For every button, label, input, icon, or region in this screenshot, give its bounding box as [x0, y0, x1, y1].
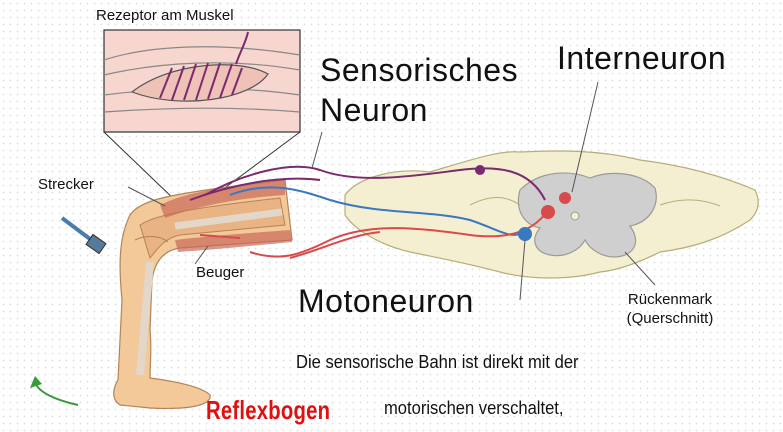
motor-cell-body-blue [518, 227, 532, 241]
receptor-inset [104, 30, 300, 132]
label-rezeptor: Rezeptor am Muskel [96, 7, 234, 24]
reflex-hammer [62, 218, 106, 254]
label-interneuron: Interneuron [557, 40, 726, 77]
label-rueckenmark: Rückenmark [610, 290, 730, 309]
label-querschnitt: (Querschnitt) [610, 309, 730, 328]
reflexbogen-title: Reflexbogen [206, 395, 330, 426]
motor-cell-body-red [541, 205, 555, 219]
leg-illustration [114, 180, 292, 408]
label-strecker: Strecker [38, 176, 94, 193]
sensory-cell-body [475, 165, 485, 175]
label-motoneuron: Motoneuron [298, 283, 474, 320]
label-neuron: Neuron [320, 92, 428, 129]
interneuron-cell-body [559, 192, 571, 204]
movement-arrow [30, 376, 78, 405]
label-beuger: Beuger [196, 264, 244, 281]
caption-line1: Die sensorische Bahn ist direkt mit der [296, 352, 579, 373]
caption-line2: motorischen verschaltet, [384, 398, 563, 419]
label-sensorisches: Sensorisches [320, 52, 518, 89]
